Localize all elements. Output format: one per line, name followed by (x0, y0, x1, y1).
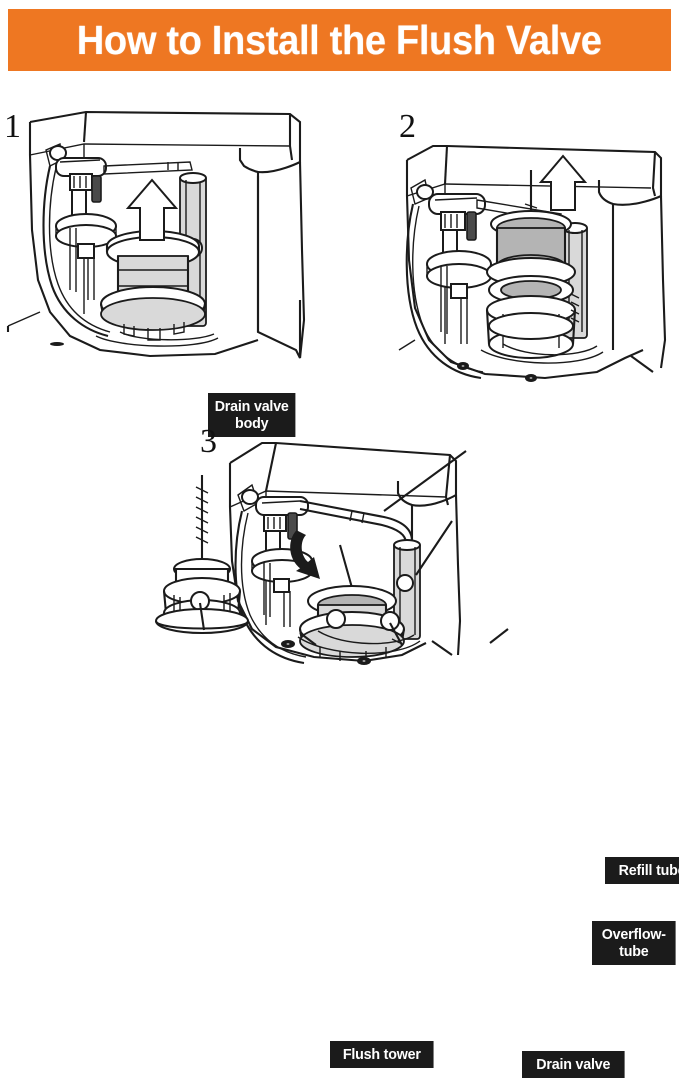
refill-hose (405, 203, 482, 380)
callout-refill-tube: Refill tube (605, 857, 679, 884)
leader-refill-tube (383, 450, 467, 512)
lift-up-arrow (125, 178, 179, 241)
page-title: How to Install the Flush Valve (77, 17, 602, 63)
step-3-illustration (154, 441, 509, 665)
leader-flush-tower (198, 602, 206, 631)
panel-number-3: 3 (200, 423, 217, 460)
panel-step-3: 3 (140, 415, 679, 1078)
rotate-arrow (292, 531, 320, 579)
callout-drain-valve: Drain valve (522, 1051, 625, 1078)
header-banner: How to Install the Flush Valve (8, 9, 671, 71)
lift-up-arrow (538, 154, 588, 211)
callout-flush-tower: Flush tower (330, 1041, 434, 1068)
callout-drain-valve-body: Drain valve body (208, 393, 296, 437)
step-1-illustration (6, 110, 306, 359)
panel-step-1: 1 (0, 100, 340, 437)
step-2-illustration (398, 144, 667, 382)
refill-hose (42, 165, 109, 338)
drain-valve-shape (298, 544, 406, 661)
panel-number-2: 2 (399, 108, 416, 145)
drain-valve-body-shape (99, 230, 207, 341)
callout-overflow-tube: Overflow- tube (592, 921, 676, 965)
tank-outline (406, 144, 663, 350)
flush-tower-shape (154, 475, 250, 634)
panel-number-1: 1 (4, 108, 21, 145)
panel-step-2: 2 (385, 100, 679, 390)
leader-drain-valve (389, 622, 403, 646)
tank-outline (229, 441, 458, 621)
leader-overflow-tube (415, 520, 453, 576)
drain-valve-stack (485, 170, 580, 359)
refill-tube-shape (299, 499, 414, 542)
